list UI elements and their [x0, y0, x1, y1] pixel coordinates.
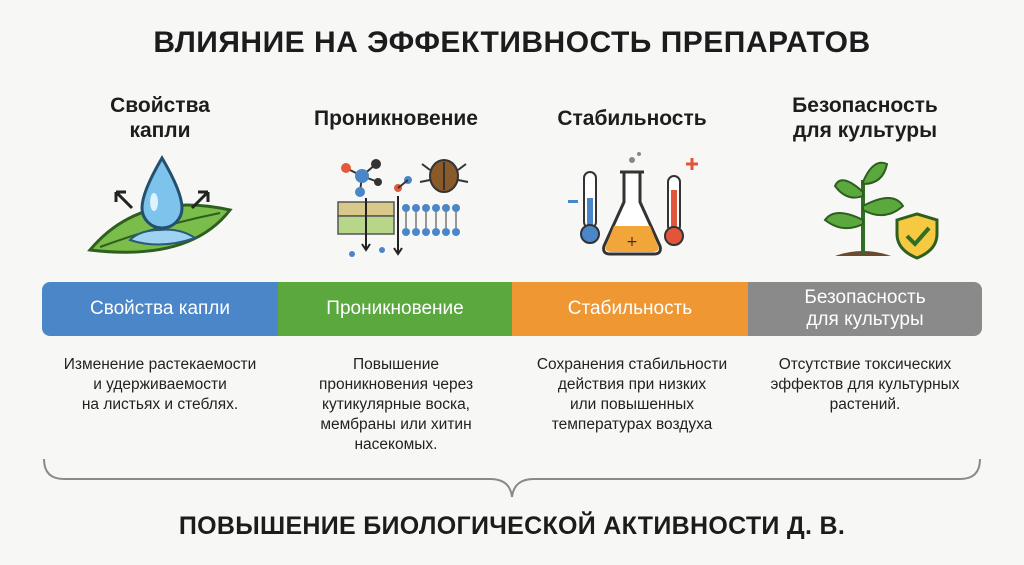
- plant-shield-icon: [823, 161, 939, 260]
- column-stability: Стабильность +: [517, 92, 747, 262]
- band-penetration: Проникновение: [278, 282, 512, 336]
- column-heading: Проникновение: [314, 106, 478, 130]
- column-penetration: Проникновение: [281, 92, 511, 262]
- band-stability: Стабильность: [512, 282, 748, 336]
- footer-conclusion: ПОВЫШЕНИЕ БИОЛОГИЧЕСКОЙ АКТИВНОСТИ Д. В.: [178, 512, 846, 540]
- droplet-on-leaf-icon: [87, 155, 233, 254]
- curly-brace: [43, 458, 981, 498]
- molecule-membrane-beetle-icon: [337, 159, 469, 257]
- svg-text:+: +: [626, 234, 638, 250]
- page-title: ВЛИЯНИЕ НА ЭФФЕКТИВНОСТЬ ПРЕПАРАТОВ: [153, 26, 871, 59]
- column-heading: Стабильность: [557, 106, 707, 130]
- band-droplet-properties: Свойства капли: [42, 282, 278, 336]
- flask-thermometers-icon: +: [568, 152, 698, 256]
